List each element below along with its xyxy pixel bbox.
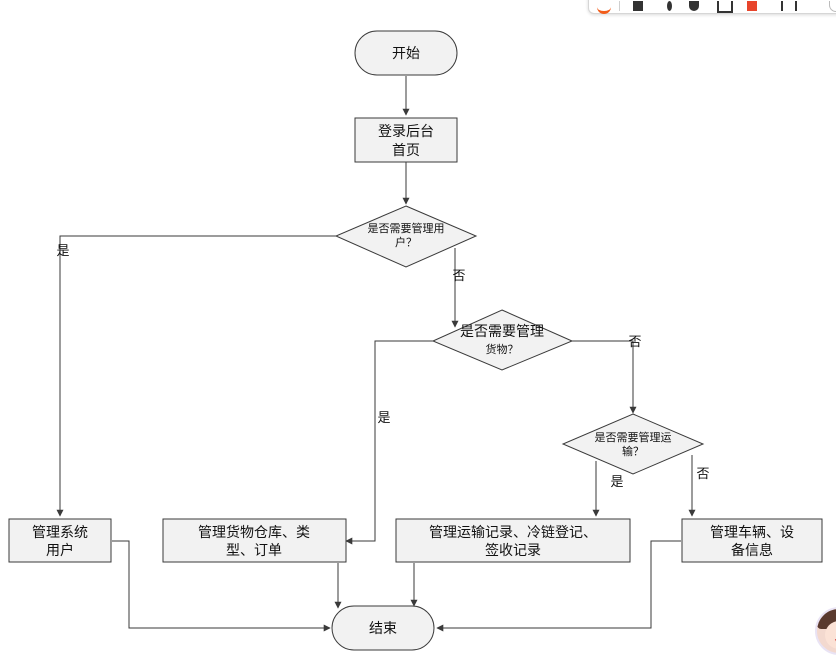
login-label-line1: 登录后台 — [378, 124, 434, 140]
toolbar-divider — [619, 1, 620, 11]
microphone-icon[interactable] — [689, 1, 699, 11]
manage-goods-label-line1: 管理货物仓库、类 — [198, 524, 310, 541]
manage-users-label-line1: 管理系统 — [32, 525, 88, 541]
decision-goods-label-line1: 是否需要管理 — [460, 324, 544, 340]
end-label: 结束 — [369, 621, 397, 637]
decision-goods-label-line2: 货物？ — [486, 342, 519, 356]
edge-label-users-yes: 是 — [56, 244, 69, 259]
edge-label-goods-no: 否 — [628, 335, 641, 350]
manage-users-label-line2: 用户 — [46, 542, 74, 559]
manage-vehicles-node — [681, 518, 823, 563]
gift-icon[interactable] — [747, 1, 757, 11]
manage-goods-node — [162, 518, 347, 563]
manage-transport-label-line1: 管理运输记录、冷链登记、 — [429, 525, 597, 541]
edge-users-end — [112, 540, 331, 632]
manage-vehicles-label-line1: 管理车辆、设 — [710, 524, 794, 541]
decision-manage-goods — [431, 309, 574, 371]
manage-transport-node — [395, 518, 631, 563]
edge-label-users-no: 否 — [452, 269, 465, 284]
sougou-logo-icon[interactable] — [597, 1, 611, 14]
decision-transport-label-line2: 输？ — [622, 444, 644, 458]
manage-goods-label-line2: 型、订单 — [226, 543, 282, 559]
more-icon[interactable] — [829, 1, 836, 12]
edge-label-transport-yes: 是 — [610, 475, 623, 490]
manage-users-node — [8, 518, 112, 563]
flow-edges — [56, 76, 696, 632]
edge-label-transport-no: 否 — [696, 467, 709, 482]
ime-toolbar — [588, 0, 836, 14]
manage-transport-label-line2: 签收记录 — [485, 542, 541, 559]
decision-manage-transport — [561, 413, 705, 475]
decision-transport-label-line1: 是否需要管理运 — [595, 430, 672, 444]
edge-qgoods-yes — [345, 340, 433, 545]
start-node — [354, 30, 458, 76]
edge-quser-yes — [56, 235, 336, 517]
login-label-line2: 首页 — [392, 143, 420, 159]
start-label: 开始 — [392, 46, 420, 62]
decision-manage-users — [334, 205, 478, 268]
edge-label-goods-yes: 是 — [377, 411, 390, 426]
decision-users-label-line1: 是否需要管理用 — [368, 221, 445, 235]
manage-vehicles-label-line2: 备信息 — [731, 542, 773, 559]
edge-vehicles-end — [436, 540, 681, 632]
keyboard-icon[interactable] — [717, 1, 733, 13]
end-node — [331, 605, 435, 651]
avatar-face — [825, 621, 836, 649]
punctuation-icon[interactable] — [667, 1, 672, 11]
chinese-mode-icon[interactable] — [633, 1, 643, 11]
grid-icon[interactable] — [781, 1, 797, 11]
decision-users-label-line2: 户？ — [395, 235, 417, 249]
login-node — [354, 117, 458, 163]
edge-qgoods-no — [572, 340, 637, 414]
